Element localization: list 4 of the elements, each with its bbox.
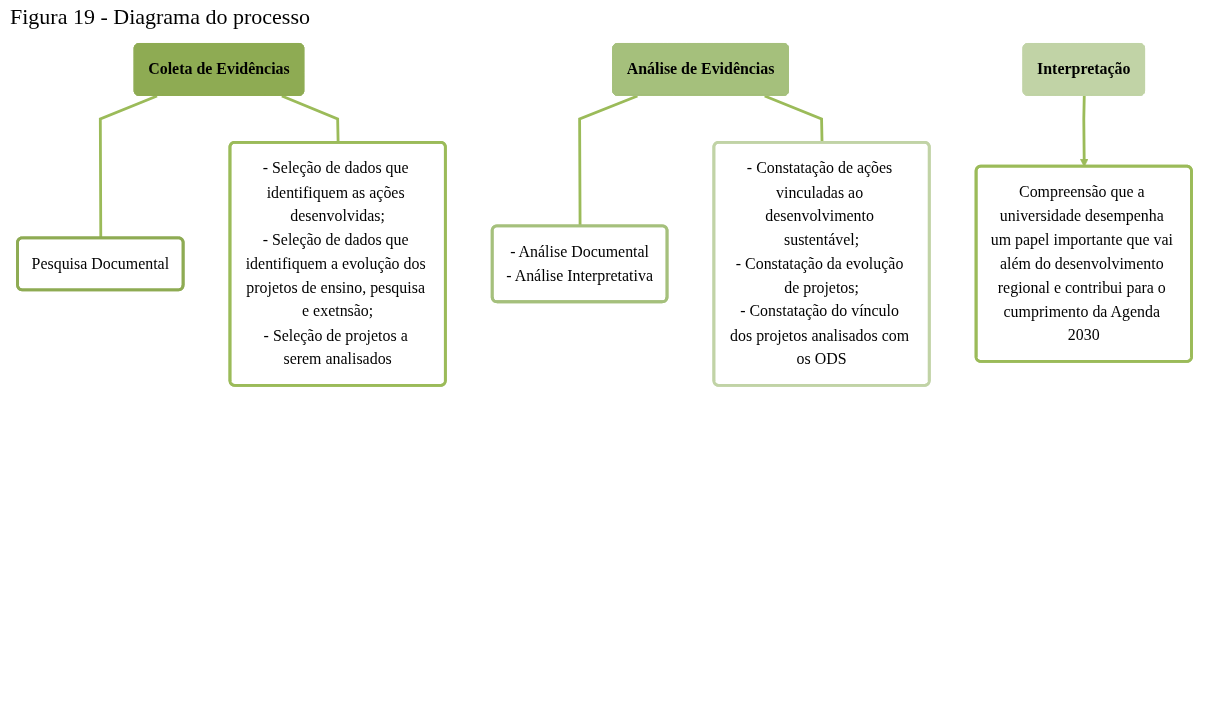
figure-title: Figura 19 - Diagrama do processo	[10, 4, 310, 30]
connector	[281, 94, 340, 143]
connector	[764, 94, 824, 143]
arrow	[1080, 95, 1089, 167]
